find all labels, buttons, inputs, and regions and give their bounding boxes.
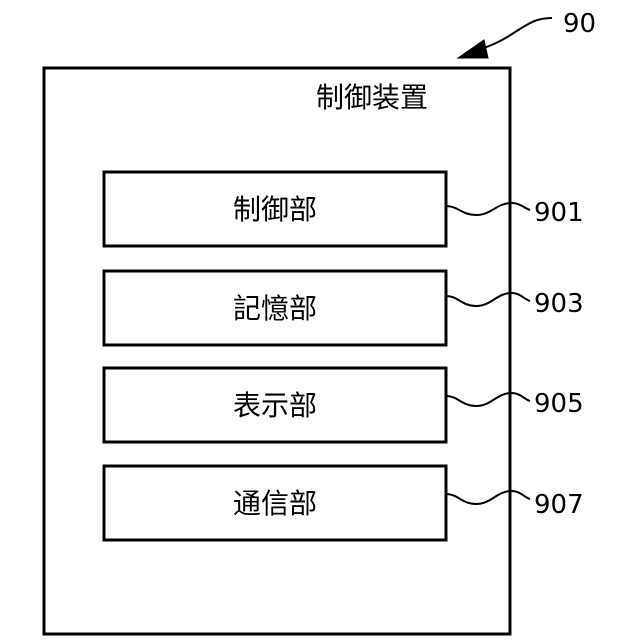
- unit-block: 表示部 905: [104, 368, 584, 442]
- unit-label: 記憶部: [233, 292, 317, 325]
- unit-reference-label: 901: [534, 198, 584, 228]
- unit-reference-label: 903: [534, 289, 584, 319]
- unit-block: 記憶部 903: [104, 271, 584, 345]
- device-title: 制御装置: [316, 81, 428, 114]
- unit-label: 通信部: [233, 487, 317, 520]
- unit-block: 制御部 901: [104, 172, 584, 246]
- unit-reference-leader: [446, 393, 530, 406]
- unit-reference-leader: [446, 293, 530, 306]
- device-reference-label: 90: [563, 9, 596, 39]
- unit-reference-leader: [446, 203, 530, 215]
- unit-reference-label: 905: [534, 389, 584, 419]
- control-device-box: [44, 68, 510, 634]
- unit-block: 通信部 907: [104, 466, 584, 540]
- unit-label: 制御部: [233, 193, 317, 226]
- device-reference-arrowhead: [458, 40, 488, 58]
- unit-reference-label: 907: [534, 490, 584, 520]
- unit-label: 表示部: [233, 389, 317, 422]
- unit-reference-leader: [446, 491, 530, 504]
- device-reference-leader: [478, 18, 552, 50]
